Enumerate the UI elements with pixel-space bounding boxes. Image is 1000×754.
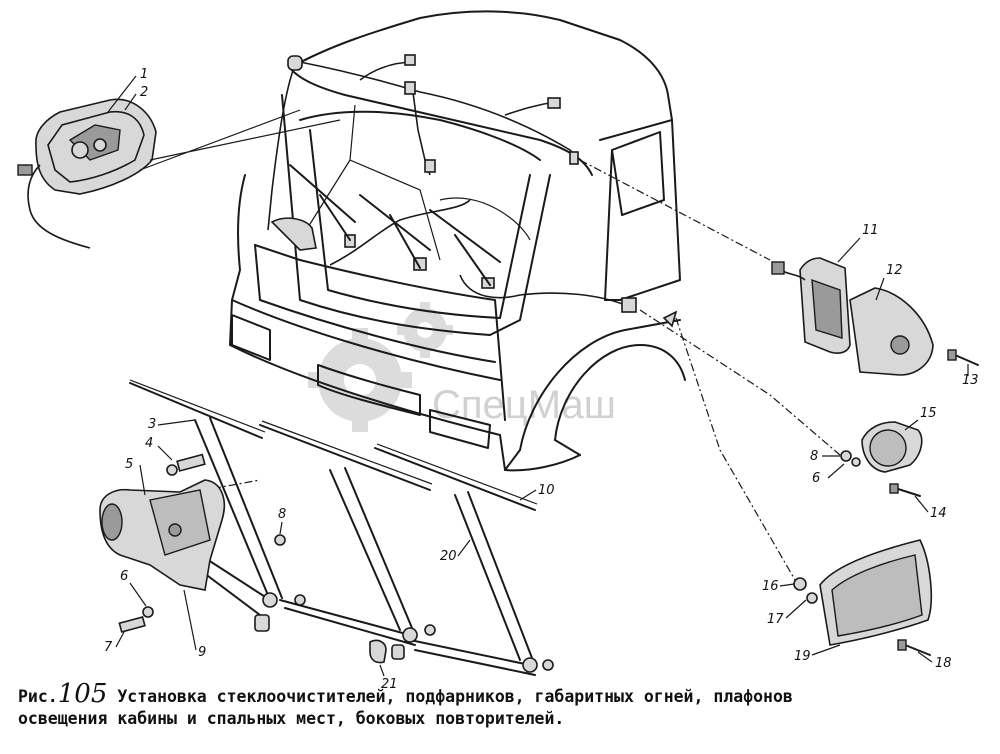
part-label: 19 — [794, 649, 811, 664]
leader-lines — [149, 159, 841, 581]
part-label: 20 — [440, 549, 457, 564]
part-label: 5 — [125, 457, 133, 472]
screw — [894, 487, 921, 497]
part-label: 1 — [140, 67, 148, 82]
part-labels: 1 2 3 4 5 6 6 7 8 8 9 10 11 12 13 14 15 … — [104, 67, 979, 692]
connector — [17, 164, 33, 176]
bushing — [254, 614, 270, 632]
figure-number: 105 — [57, 679, 108, 709]
caption-line-1: Рис.105 Установка стеклоочистителей, под… — [18, 681, 988, 708]
part-label: 3 — [148, 417, 156, 432]
caption-prefix: Рис. — [18, 687, 58, 706]
bushing-21 — [369, 639, 387, 664]
part-label: 10 — [538, 483, 555, 498]
dome-lamp-assembly — [17, 98, 341, 249]
caption-line-2: освещения кабины и спальных мест, боковы… — [18, 709, 565, 728]
connector — [569, 151, 579, 165]
windshield-wipers — [270, 164, 501, 286]
connector — [771, 261, 785, 275]
part-label: 2 — [140, 85, 148, 100]
caption-text-1: Установка стеклоочистителей, подфарников… — [117, 687, 793, 706]
figure-caption: Рис.105 Установка стеклоочистителей, под… — [18, 681, 988, 730]
screw — [954, 354, 979, 366]
part-label: 8 — [278, 507, 286, 522]
part-label: 8 — [810, 449, 818, 464]
part-label: 11 — [862, 223, 879, 238]
part-label: 17 — [767, 612, 784, 627]
part-label: 15 — [920, 406, 937, 421]
bolt — [118, 616, 146, 633]
marker-lamp-assembly — [771, 257, 979, 376]
part-label: 6 — [120, 569, 128, 584]
part-label: 7 — [104, 640, 113, 655]
screw — [904, 644, 931, 656]
connector — [547, 97, 561, 109]
part-label: 12 — [886, 263, 903, 278]
wiper-linkage-assembly — [99, 379, 554, 676]
part-label: 9 — [198, 645, 206, 660]
part-label: 14 — [930, 506, 947, 521]
watermark-text: СпецМаш — [432, 383, 616, 427]
part-label: 4 — [145, 436, 153, 451]
part-label: 18 — [935, 656, 952, 671]
wiper-motor-on-cab — [270, 217, 317, 251]
connector — [424, 159, 436, 173]
part-label: 21 — [381, 677, 398, 692]
reflector-assembly — [840, 421, 923, 497]
connector — [404, 81, 416, 95]
part-label: 16 — [762, 579, 779, 594]
connector — [344, 234, 356, 248]
part-label: 13 — [962, 373, 979, 388]
bolt — [176, 453, 206, 472]
part-label: 6 — [812, 471, 820, 486]
watermark: СпецМаш — [308, 302, 616, 432]
connector — [287, 55, 303, 71]
wiring-harness — [267, 54, 678, 328]
side-repeater-assembly — [793, 539, 933, 656]
side-repeater-mount — [662, 310, 678, 328]
connector — [404, 54, 416, 66]
connector — [621, 297, 637, 313]
truck-cab — [229, 10, 686, 472]
